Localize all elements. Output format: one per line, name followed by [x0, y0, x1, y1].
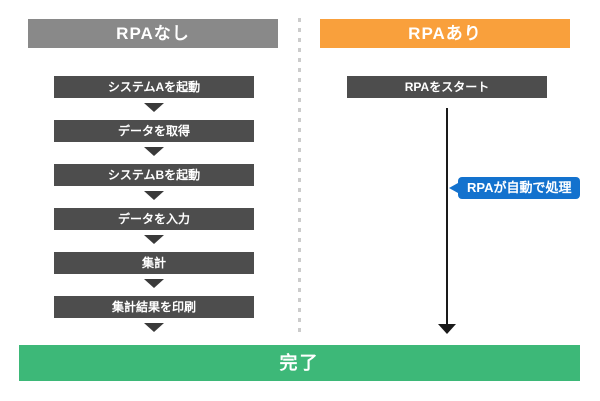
step-box-system-a: システムAを起動 — [54, 76, 254, 98]
completion-bar: 完了 — [19, 345, 580, 381]
down-arrow-icon — [144, 147, 164, 156]
step-box-aggregate: 集計 — [54, 252, 254, 274]
auto-process-flow-line — [446, 108, 448, 324]
auto-process-callout: RPAが自動で処理 — [458, 177, 581, 199]
step-box-input-data: データを入力 — [54, 208, 254, 230]
down-arrow-icon — [144, 279, 164, 288]
rpa-start-box: RPAをスタート — [347, 76, 547, 98]
down-arrow-icon — [144, 323, 164, 332]
step-box-print: 集計結果を印刷 — [54, 296, 254, 318]
down-arrow-icon — [144, 103, 164, 112]
left-column-header: RPAなし — [28, 19, 278, 48]
step-box-get-data: データを取得 — [54, 120, 254, 142]
step-box-system-b: システムBを起動 — [54, 164, 254, 186]
down-arrow-icon — [144, 235, 164, 244]
callout-pointer-icon — [449, 183, 458, 193]
right-column-header: RPAあり — [320, 19, 570, 48]
column-divider — [298, 18, 301, 333]
down-arrow-icon — [144, 191, 164, 200]
flow-arrowhead-icon — [438, 324, 456, 334]
